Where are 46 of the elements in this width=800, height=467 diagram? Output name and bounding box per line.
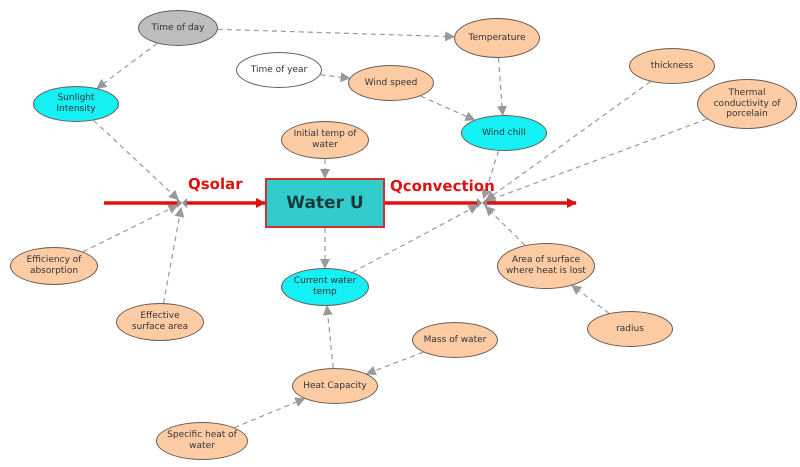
flow-arrow: [187, 198, 266, 208]
node-label: Wind chill: [482, 128, 526, 138]
dashed-arrow: [218, 28, 456, 42]
dashed-arrow: [82, 204, 178, 252]
variable-ellipse: [697, 79, 797, 129]
node-label: Sunlight Intensity: [55, 93, 97, 115]
node-label: Thermal conductivity of porcelain: [712, 88, 782, 120]
node-label: Mass of water: [424, 334, 486, 346]
node-label: Time of day: [152, 22, 204, 34]
dashed-arrow: [481, 150, 499, 200]
dashed-arrow: [93, 120, 180, 200]
node-label: Efficiency of absorption: [26, 255, 82, 277]
node-label: Temperature: [468, 32, 526, 44]
dashed-arrow: [352, 204, 478, 273]
flow-arrow: [487, 198, 577, 208]
node-label: Heat Capacity: [303, 380, 367, 392]
node-label: Effective surface area: [130, 311, 190, 333]
dashed-arrow: [234, 398, 306, 428]
flow-label: Qconvection: [390, 177, 495, 195]
node-label: radius: [616, 324, 644, 334]
dashed-arrow: [366, 352, 424, 376]
dashed-arrow: [486, 118, 708, 203]
dashed-arrow: [320, 159, 330, 179]
node-label: Wind speed: [364, 78, 418, 88]
node-label: Current water temp: [292, 276, 358, 298]
flow-valve: [477, 198, 487, 208]
dashed-arrow: [420, 96, 476, 121]
node-label: Time of year: [250, 64, 308, 76]
dashed-arrow: [320, 72, 351, 82]
stock-box: [265, 178, 385, 228]
flow-label: Qsolar: [188, 175, 243, 193]
node-label: Water U: [286, 192, 364, 214]
dashed-arrow: [571, 284, 610, 314]
dashed-arrow: [162, 206, 184, 304]
dashed-arrow: [484, 206, 526, 246]
dashed-arrow: [322, 305, 334, 368]
node-label: thickness: [650, 60, 694, 72]
dashed-arrow: [320, 228, 330, 269]
node-label: Area of surface where heat is lost: [505, 255, 587, 277]
dashed-arrow: [497, 58, 508, 116]
dashed-arrow: [96, 42, 158, 89]
dashed-arrow: [485, 81, 651, 201]
node-label: Specific heat of water: [166, 430, 238, 452]
node-label: Initial temp of water: [292, 129, 358, 151]
variable-ellipse: [292, 368, 378, 404]
flow-valve: [177, 198, 187, 208]
